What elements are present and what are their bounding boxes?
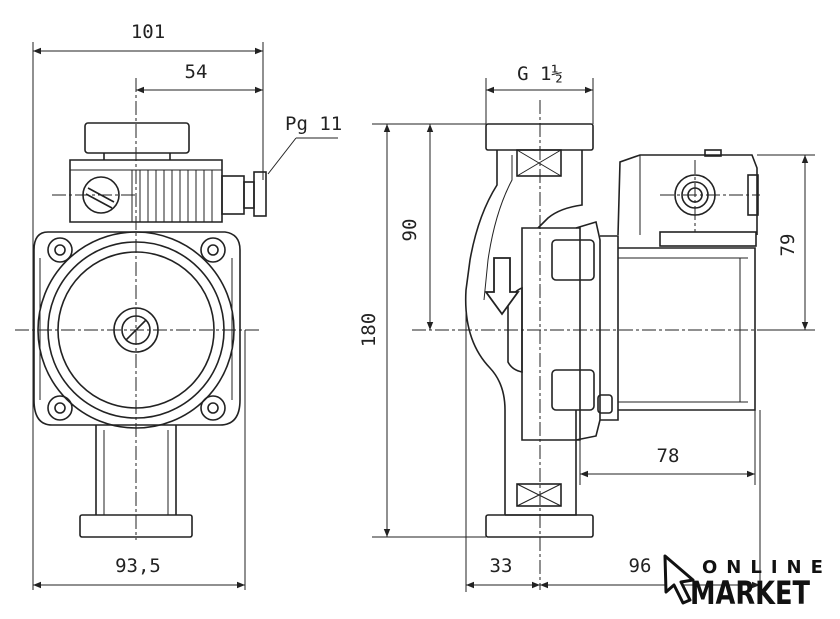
dim-offset-top: 54 <box>185 61 208 83</box>
dim-motor-height: 79 <box>777 234 799 257</box>
front-dimensions: 101 54 Pg 11 93,5 <box>33 21 342 589</box>
dim-rear-depth: 96 <box>629 555 652 577</box>
cursor-arrow-icon <box>663 554 695 605</box>
side-dimensions: G 1½ 180 90 79 78 33 96 <box>358 63 815 592</box>
dim-height-upper: 90 <box>399 219 421 242</box>
logo-line2: MARKET <box>690 574 810 612</box>
dim-cable-gland: Pg 11 <box>285 113 342 135</box>
online-market-logo: ONLINE MARKET <box>663 554 832 612</box>
dim-width-bottom: 93,5 <box>115 555 161 577</box>
dim-height-total: 180 <box>358 313 380 347</box>
side-view <box>412 100 765 590</box>
flow-arrow-icon <box>484 257 520 316</box>
dim-front-depth: 33 <box>490 555 513 577</box>
dim-width-top: 101 <box>131 21 165 43</box>
logo-line1: ONLINE <box>702 557 832 578</box>
front-view <box>15 42 267 590</box>
dim-motor-length: 78 <box>657 445 680 467</box>
dim-thread: G 1½ <box>517 63 563 85</box>
